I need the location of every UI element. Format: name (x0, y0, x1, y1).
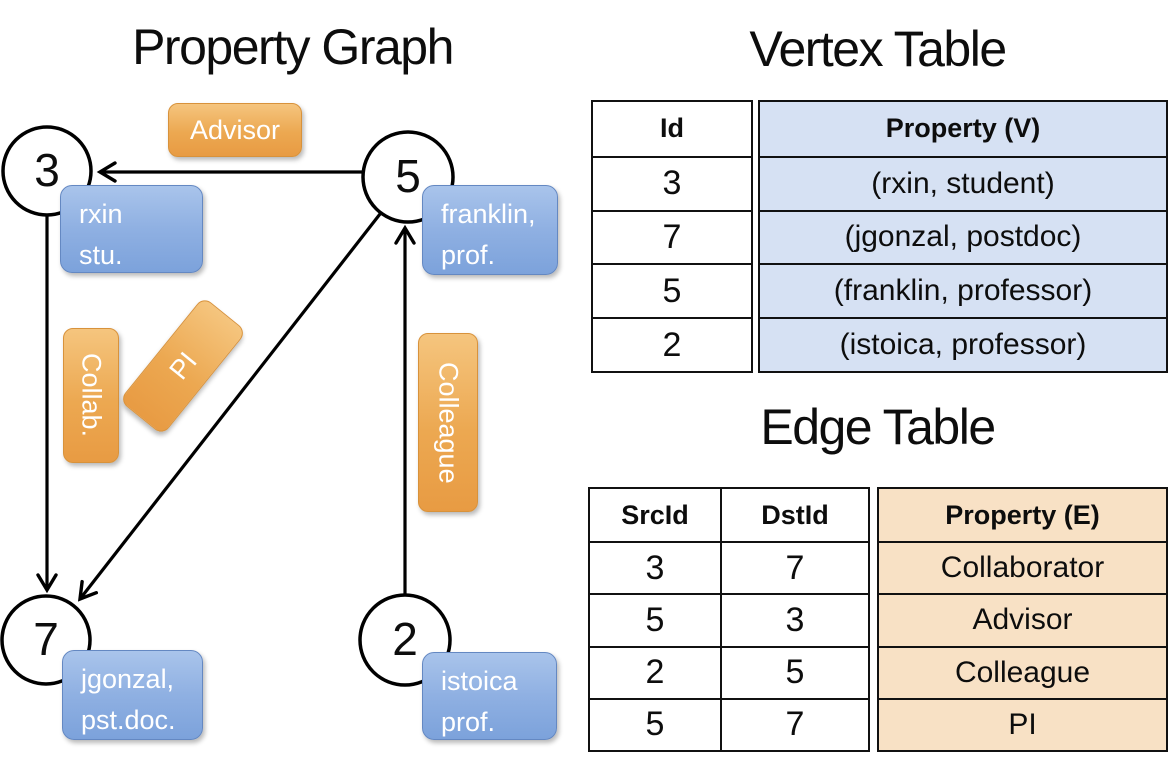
edge-row-property: Advisor (879, 593, 1166, 645)
edge-row-src: 3 (590, 541, 720, 593)
node-id-5: 5 (395, 149, 421, 202)
edge-table-header-property: Property (E) (945, 499, 1100, 530)
vertex-row-id: 5 (593, 263, 751, 317)
vertex-table-title: Vertex Table (749, 21, 1007, 77)
vertex-table-header-property: Property (V) (885, 113, 1041, 144)
vertex-table-property-column: Property (V) (rxin, student) (jgonzal, p… (758, 100, 1168, 373)
edge-5-to-7 (77, 213, 382, 602)
vertex-row-property: (franklin, professor) (760, 263, 1166, 317)
node-id-7: 7 (33, 612, 59, 665)
edge-label-colleague-text: Colleague (433, 361, 464, 484)
vertex-row-property: (rxin, student) (760, 155, 1166, 210)
edge-table-header-dst: DstId (720, 489, 868, 542)
edge-label-collab-text: Collab. (76, 353, 107, 438)
edge-row-dst: 7 (720, 697, 868, 750)
edge-row-property: Collaborator (879, 541, 1166, 593)
edge-row-src: 2 (590, 645, 720, 698)
node-label-3-line2: stu. (79, 239, 123, 270)
edge-label-advisor: Advisor (168, 103, 302, 157)
property-graph-title: Property Graph (132, 19, 454, 75)
edge-table-id-columns: SrcId DstId 3 7 5 3 2 5 5 7 (588, 487, 870, 752)
node-label-3-line1: rxin (79, 199, 123, 229)
edge-row-src: 5 (590, 697, 720, 750)
edge-table-property-column: Property (E) Collaborator Advisor Collea… (877, 487, 1168, 752)
vertex-row-id: 2 (593, 317, 751, 371)
node-label-7-line1: jgonzal, (81, 664, 175, 694)
edge-label-collab: Collab. (63, 328, 119, 463)
node-id-3: 3 (34, 143, 60, 196)
vertex-row-property: (jgonzal, postdoc) (760, 209, 1166, 264)
edge-row-dst: 7 (720, 541, 868, 594)
vertex-table-header-id: Id (660, 113, 684, 144)
edge-row-src: 5 (590, 593, 720, 645)
vertex-row-id: 3 (593, 155, 751, 210)
edge-label-pi-text: PI (162, 346, 203, 386)
edge-row-property: PI (879, 697, 1166, 750)
edge-table-header-src: SrcId (621, 499, 689, 530)
node-label-2-line1: istoica (441, 666, 518, 696)
node-label-2-line2: prof. (441, 706, 496, 737)
node-label-5-line1: franklin, (441, 199, 536, 229)
node-label-7: jgonzal, pst.doc. (62, 650, 203, 740)
edge-row-property: Colleague (879, 645, 1166, 698)
node-label-3: rxin stu. (60, 185, 203, 273)
node-label-5-line2: prof. (441, 239, 496, 270)
edge-row-dst: 3 (720, 593, 868, 646)
edge-label-advisor-text: Advisor (189, 114, 281, 145)
vertex-row-id: 7 (593, 209, 751, 264)
node-label-7-line2: pst.doc. (81, 704, 176, 735)
node-label-2: istoica prof. (422, 652, 557, 740)
node-label-5: franklin, prof. (422, 185, 558, 275)
edge-row-dst: 5 (720, 645, 868, 698)
vertex-row-property: (istoica, professor) (760, 317, 1166, 371)
edge-table-title: Edge Table (760, 399, 996, 455)
edge-label-colleague: Colleague (418, 333, 478, 512)
node-id-2: 2 (392, 612, 418, 665)
vertex-table-id-column: Id 3 7 5 2 (591, 100, 753, 373)
